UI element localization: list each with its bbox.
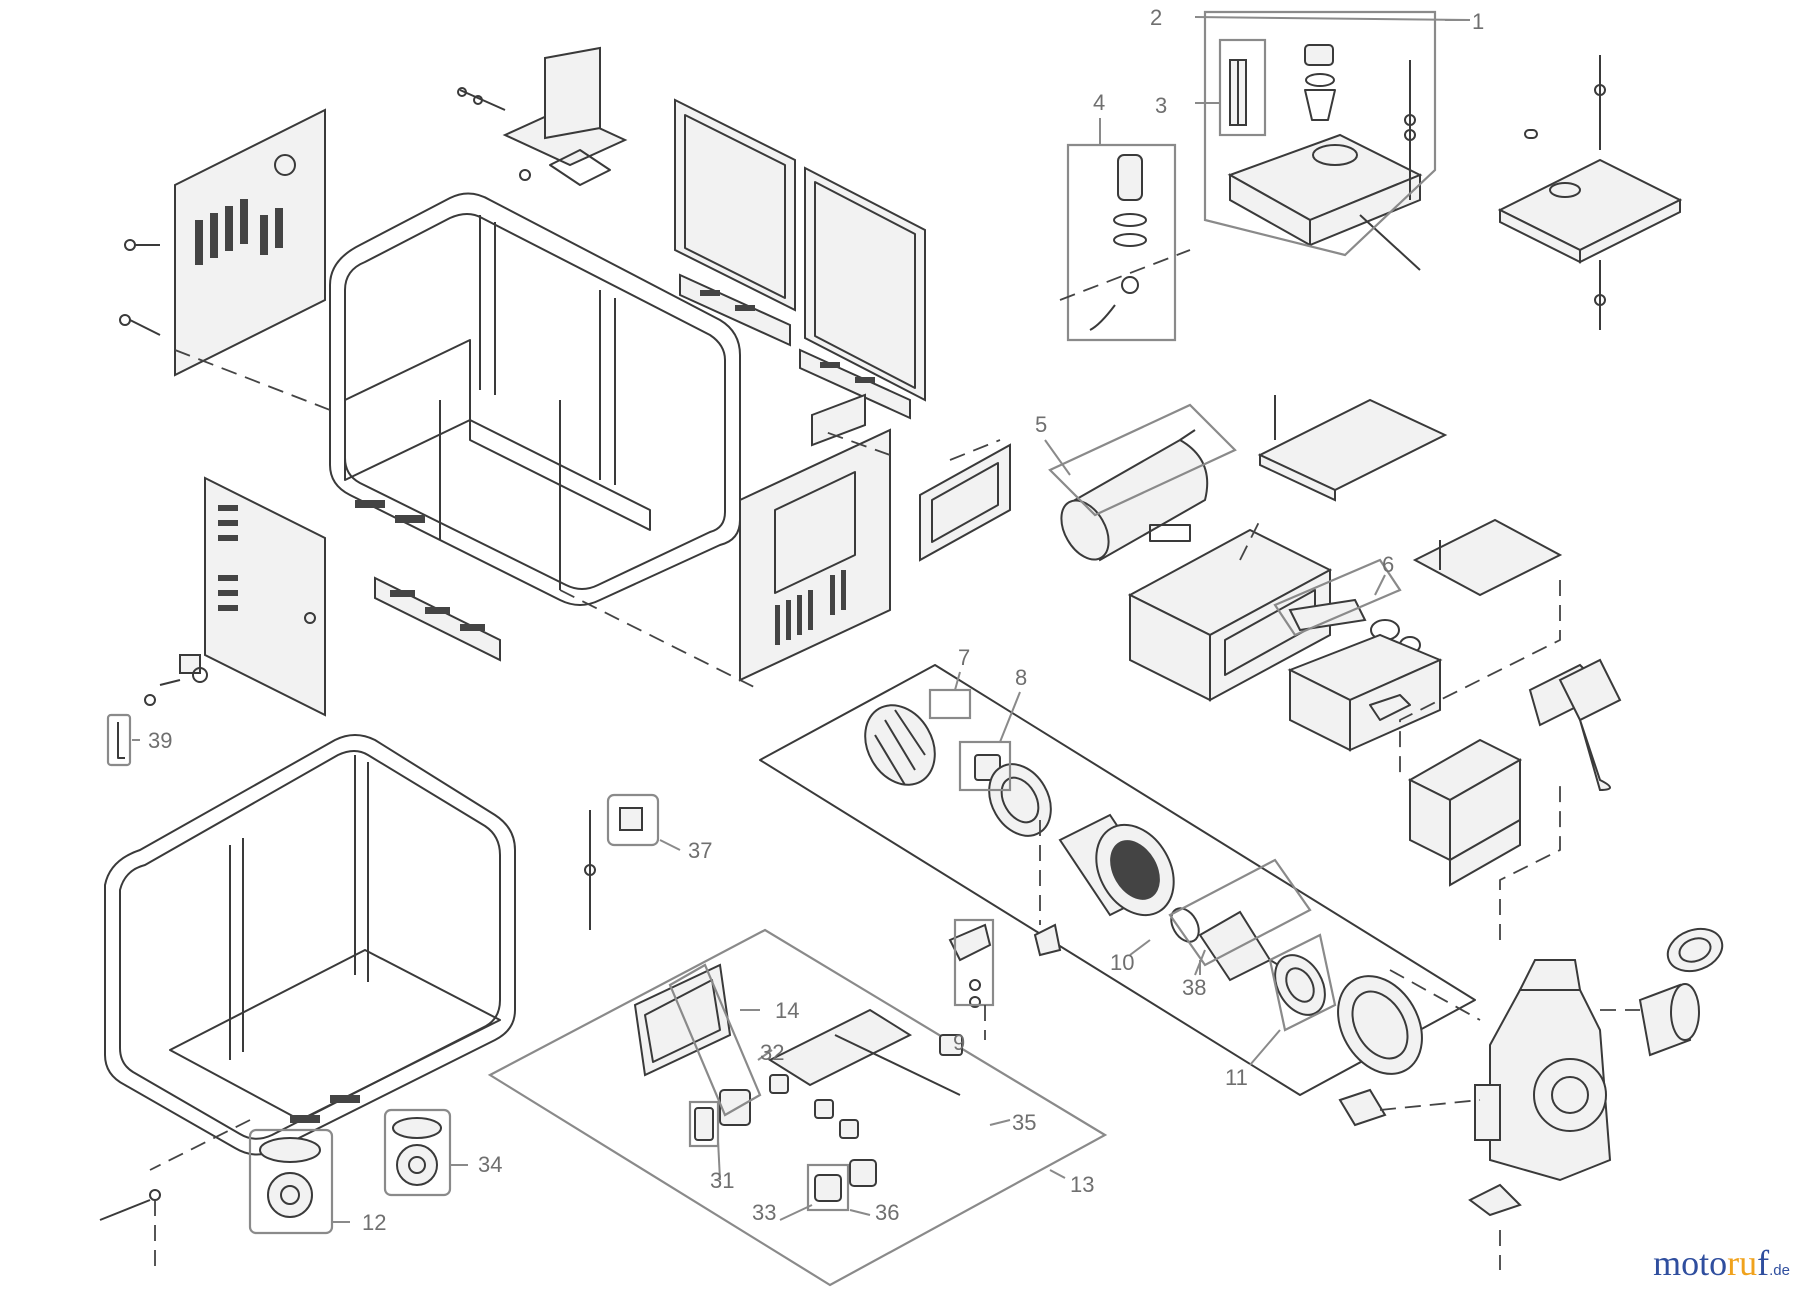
cooling-fan <box>1274 954 1326 1016</box>
lower-frame <box>104 734 516 1156</box>
top-plate-right <box>1257 395 1448 502</box>
caster-wheel-34 <box>383 1108 452 1197</box>
control-side-panel <box>739 393 891 682</box>
air-cleaner-bracket <box>1528 658 1622 792</box>
ground-cable <box>99 1189 161 1221</box>
control-panel-group <box>487 928 1108 1287</box>
bottom-vent-strip <box>374 576 501 662</box>
air-filter-cover <box>1666 927 1724 973</box>
hex-key <box>106 713 132 767</box>
control-box-housing <box>1407 738 1523 887</box>
leader-lines <box>132 16 1471 1223</box>
callout-38: 38 <box>1182 975 1206 1000</box>
callout-36: 36 <box>875 1200 899 1225</box>
callout-39: 39 <box>148 728 172 753</box>
callout-13: 13 <box>1070 1172 1094 1197</box>
fuel-filter-assembly <box>1089 154 1147 331</box>
callout-3: 3 <box>1155 93 1167 118</box>
side-panel-vented <box>119 108 326 377</box>
muffler <box>1060 429 1209 562</box>
top-bracket <box>457 46 628 186</box>
callout-34: 34 <box>478 1152 502 1177</box>
door-latch <box>144 654 208 706</box>
callout-14: 14 <box>775 998 799 1023</box>
callout-2: 2 <box>1150 5 1162 30</box>
oil-sensor <box>1338 1088 1387 1127</box>
callout-8: 8 <box>1015 665 1027 690</box>
callout-labels: 1 2 3 4 5 6 7 8 9 10 11 12 13 14 31 32 3… <box>148 5 1484 1235</box>
tank-top-cover <box>1497 55 1683 330</box>
logo-tld: .de <box>1769 1262 1790 1279</box>
logo-text-part3: f <box>1757 1243 1770 1283</box>
rear-end-cover <box>864 704 936 786</box>
callout-9: 9 <box>953 1030 965 1055</box>
mount-bracket <box>948 923 1062 1008</box>
main-frame-upper <box>329 192 741 606</box>
stator <box>1058 813 1175 917</box>
callout-4: 4 <box>1093 90 1105 115</box>
callout-12: 12 <box>362 1210 386 1235</box>
adapter-housing <box>1337 975 1423 1075</box>
callout-6: 6 <box>1382 552 1394 577</box>
panel-sockets <box>767 1008 963 1139</box>
dashed-lines <box>149 249 1640 1270</box>
caster-wheel-12 <box>248 1128 334 1235</box>
muffler-housing <box>1127 528 1333 702</box>
left-door-vented <box>144 476 326 717</box>
callout-11: 11 <box>1225 1065 1248 1090</box>
door-panel-left <box>674 98 796 347</box>
throttle-cable-module <box>584 793 660 930</box>
callout-7: 7 <box>958 645 970 670</box>
fuel-tank-assembly <box>1227 44 1423 271</box>
alternator-box-outline <box>759 664 1476 1096</box>
control-panel-frame-14 <box>633 963 732 1077</box>
callout-37: 37 <box>688 838 712 863</box>
motoruf-logo: motoruf.de <box>1653 1242 1790 1284</box>
callout-32: 32 <box>760 1040 784 1065</box>
air-filter-element <box>1638 983 1700 1057</box>
callout-35: 35 <box>1012 1110 1036 1135</box>
exhaust-heat-shield <box>1287 633 1443 752</box>
gasket-plate <box>919 443 1011 562</box>
logo-text-part1: moto <box>1653 1243 1728 1283</box>
diesel-engine <box>1468 959 1612 1217</box>
door-panel-right <box>799 166 926 420</box>
callout-31: 31 <box>710 1168 734 1193</box>
callout-5: 5 <box>1035 412 1047 437</box>
callout-10: 10 <box>1110 950 1134 975</box>
callout-33: 33 <box>752 1200 776 1225</box>
callout-1: 1 <box>1472 9 1484 34</box>
callout-boxes <box>668 10 1437 1212</box>
logo-text-part2: ru <box>1727 1243 1758 1283</box>
end-bell <box>988 763 1052 837</box>
battery-tray <box>1412 518 1563 597</box>
